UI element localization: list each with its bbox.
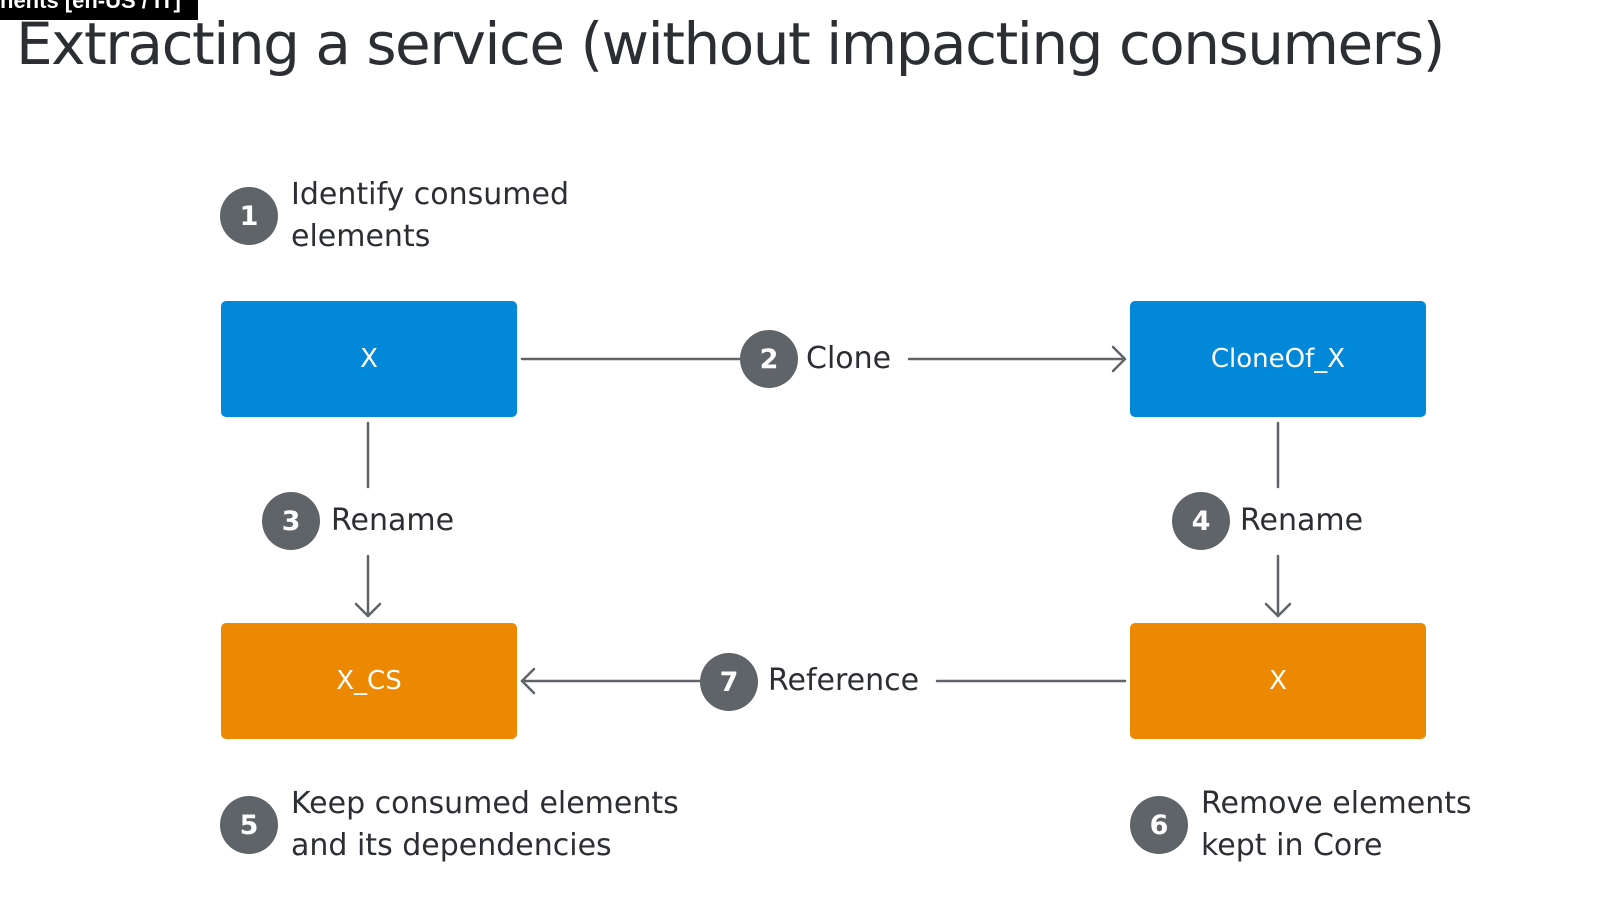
- step-5-badge: 5: [220, 796, 278, 854]
- box-clone-of-x-label: CloneOf_X: [1210, 344, 1346, 374]
- clone-arrowhead: [1111, 345, 1127, 373]
- box-x-renamed: X: [1130, 623, 1426, 739]
- box-x-cs: X_CS: [221, 623, 517, 739]
- step-2-label: Clone: [806, 341, 892, 376]
- box-x-original: X: [221, 301, 517, 417]
- step-1-label: Identify consumed elements: [291, 177, 570, 254]
- step-6-badge: 6: [1130, 796, 1188, 854]
- step-1-badge: 1: [220, 187, 278, 245]
- reference-arrowhead: [520, 667, 536, 695]
- step-3-badge: 3: [262, 492, 320, 550]
- rename-left-arrowhead: [354, 602, 382, 618]
- step-2-badge: 2: [740, 330, 798, 388]
- rename-right-arrowhead: [1264, 602, 1292, 618]
- box-x-renamed-label: X: [1269, 666, 1287, 696]
- slide-title: Extracting a service (without impacting …: [16, 10, 1445, 78]
- box-x-original-label: X: [360, 344, 378, 374]
- step-3-label: Rename: [331, 503, 455, 538]
- caption-tag: nents [en-US / IT]: [0, 0, 198, 20]
- step-6-label: Remove elements kept in Core: [1201, 786, 1472, 863]
- box-clone-of-x: CloneOf_X: [1130, 301, 1426, 417]
- step-7-label: Reference: [768, 663, 920, 698]
- step-4-badge: 4: [1172, 492, 1230, 550]
- step-7-badge: 7: [700, 653, 758, 711]
- step-5-label: Keep consumed elements and its dependenc…: [291, 786, 679, 863]
- step-4-label: Rename: [1240, 503, 1364, 538]
- box-x-cs-label: X_CS: [336, 666, 402, 696]
